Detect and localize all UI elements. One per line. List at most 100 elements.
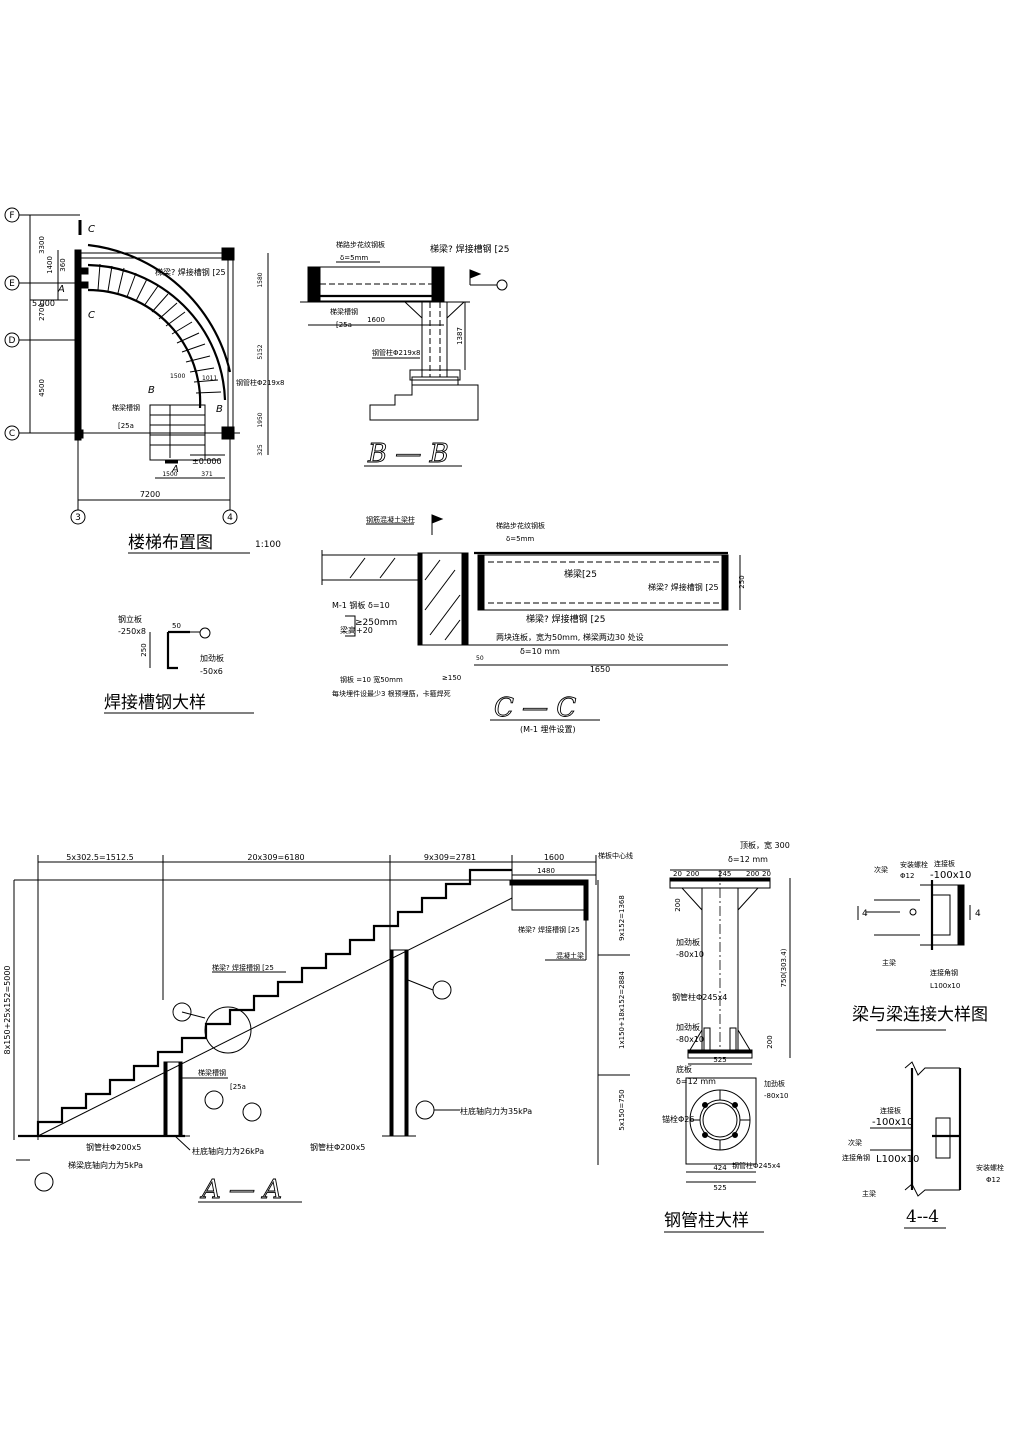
svg-text:梯梁? 焊接槽钢 [25: 梯梁? 焊接槽钢 [25 <box>430 243 509 255</box>
svg-text:梯梁槽钢: 梯梁槽钢 <box>112 403 140 412</box>
svg-text:371: 371 <box>201 471 213 478</box>
stair-plan: F E D C 3300 1400 360 2700 4500 5.000 <box>4 207 284 554</box>
beam-connection-detail: 4 4 次梁 安装螺栓 Φ12 连接板 -100x10 主梁 连接角钢 L100… <box>852 859 988 1031</box>
axis-bubble-3: 3 <box>70 509 86 525</box>
svg-text:焊接槽钢大样: 焊接槽钢大样 <box>104 693 206 713</box>
svg-text:424: 424 <box>713 1164 727 1172</box>
svg-text:加劲板: 加劲板 <box>676 1022 700 1032</box>
axis-bubble-f: F <box>4 207 20 223</box>
svg-text:Φ12: Φ12 <box>900 872 914 880</box>
svg-text:200: 200 <box>746 870 759 878</box>
svg-text:混凝土梁: 混凝土梁 <box>556 951 584 960</box>
svg-text:4500: 4500 <box>38 379 46 397</box>
svg-text:9x152=1368: 9x152=1368 <box>618 895 626 941</box>
svg-text:A — A: A — A <box>200 1175 282 1205</box>
svg-text:5x150=750: 5x150=750 <box>618 1089 626 1130</box>
svg-text:F: F <box>9 211 14 221</box>
svg-text:主梁: 主梁 <box>882 958 896 967</box>
svg-text:梯梁? 焊接槽钢 [25: 梯梁? 焊接槽钢 [25 <box>526 613 605 625</box>
svg-text:安装螺栓: 安装螺栓 <box>900 860 928 869</box>
svg-text:梁高+20: 梁高+20 <box>340 625 373 635</box>
svg-text:20: 20 <box>762 870 771 878</box>
svg-text:4--4: 4--4 <box>906 1207 939 1227</box>
svg-text:钢管柱Φ245x4: 钢管柱Φ245x4 <box>672 992 727 1002</box>
svg-text:C — C: C — C <box>494 693 576 723</box>
svg-text:50: 50 <box>172 622 181 630</box>
svg-text:1:100: 1:100 <box>255 540 281 550</box>
svg-text:-100x10: -100x10 <box>872 1117 913 1128</box>
svg-text:梯梁槽钢: 梯梁槽钢 <box>330 307 358 316</box>
svg-text:锚栓Φ26: 锚栓Φ26 <box>662 1114 694 1124</box>
svg-text:梯路步花纹钢板: 梯路步花纹钢板 <box>496 521 545 530</box>
svg-text:245: 245 <box>718 870 731 878</box>
svg-text:A: A <box>171 464 179 475</box>
svg-text:δ=12 mm: δ=12 mm <box>676 1077 716 1086</box>
svg-text:M-1 钢板 δ=10: M-1 钢板 δ=10 <box>332 600 390 610</box>
svg-text:1011: 1011 <box>202 375 217 382</box>
svg-text:5x302.5=1512.5: 5x302.5=1512.5 <box>66 853 133 862</box>
svg-text:1600: 1600 <box>544 853 564 862</box>
section-cc: 250 1650 50 ≥150 钢筋混凝土梁柱 梯路步花纹钢板 δ=5mm 梯… <box>321 514 746 734</box>
section-4-4: 连接板 -100x10 次梁 连接角钢 L100x10 主梁 安装螺栓 Φ12 … <box>842 1061 1004 1229</box>
svg-text:≥250mm: ≥250mm <box>355 618 397 628</box>
section-aa: 5x302.5=1512.5 20x309=6180 9x309=2781 16… <box>3 851 633 1205</box>
axis-bubble-d: D <box>4 332 20 348</box>
svg-text:C: C <box>88 224 95 235</box>
svg-text:钢板 =10 宽50mm: 钢板 =10 宽50mm <box>340 675 403 684</box>
svg-text:-50x6: -50x6 <box>200 667 223 676</box>
svg-text:梯梁? 焊接槽钢 [25: 梯梁? 焊接槽钢 [25 <box>212 963 274 972</box>
svg-text:-100x10: -100x10 <box>930 870 971 881</box>
svg-text:钢管柱Φ200x5: 钢管柱Φ200x5 <box>86 1142 141 1152</box>
svg-text:柱底轴向力为26kPa: 柱底轴向力为26kPa <box>192 1146 264 1156</box>
axis-bubble-4: 4 <box>222 509 238 525</box>
svg-text:梯梁槽钢: 梯梁槽钢 <box>198 1068 226 1077</box>
svg-text:梯板中心线: 梯板中心线 <box>598 851 633 860</box>
svg-text:3300: 3300 <box>38 236 46 254</box>
svg-text:梯梁? 焊接槽钢 [25: 梯梁? 焊接槽钢 [25 <box>648 582 719 592</box>
svg-text:4: 4 <box>975 909 981 919</box>
svg-text:B: B <box>216 404 223 415</box>
svg-text:1580: 1580 <box>257 272 264 287</box>
svg-text:5.000: 5.000 <box>32 299 55 308</box>
svg-text:750(303.4): 750(303.4) <box>780 948 788 987</box>
svg-text:δ=10 mm: δ=10 mm <box>520 647 560 656</box>
svg-text:200: 200 <box>686 870 699 878</box>
svg-text:连接角钢: 连接角钢 <box>842 1153 870 1162</box>
svg-text:1480: 1480 <box>537 867 555 875</box>
svg-text:D: D <box>9 336 16 346</box>
svg-text:梯梁? 焊接槽钢 [25: 梯梁? 焊接槽钢 [25 <box>155 267 226 277</box>
svg-text:钢管柱大样: 钢管柱大样 <box>664 1211 749 1231</box>
svg-text:1500: 1500 <box>170 373 185 380</box>
svg-text:C: C <box>9 429 15 439</box>
svg-text:5152: 5152 <box>257 344 264 359</box>
svg-text:梁与梁连接大样图: 梁与梁连接大样图 <box>852 1005 988 1025</box>
svg-text:-80x10: -80x10 <box>676 1035 704 1044</box>
svg-text:-80x10: -80x10 <box>764 1092 788 1100</box>
svg-text:(M-1 埋件设置): (M-1 埋件设置) <box>520 724 576 734</box>
svg-text:次梁: 次梁 <box>848 1138 862 1147</box>
svg-text:钢管柱Φ219x8: 钢管柱Φ219x8 <box>372 348 420 357</box>
svg-text:B — B: B — B <box>367 439 449 469</box>
svg-text:加劲板: 加劲板 <box>764 1079 785 1088</box>
svg-text:325: 325 <box>257 444 264 456</box>
svg-text:顶板，宽 300: 顶板，宽 300 <box>740 840 790 850</box>
svg-text:每块埋件设最少3 根预埋筋，卡箍焊死: 每块埋件设最少3 根预埋筋，卡箍焊死 <box>332 689 451 698</box>
svg-text:1x150+18x152=2884: 1x150+18x152=2884 <box>618 971 626 1049</box>
svg-text:2700: 2700 <box>38 303 46 321</box>
svg-text:C: C <box>88 310 95 321</box>
svg-text:9x309=2781: 9x309=2781 <box>424 853 476 862</box>
svg-text:柱底轴向力为35kPa: 柱底轴向力为35kPa <box>460 1106 532 1116</box>
svg-text:4: 4 <box>862 909 868 919</box>
svg-text:L100x10: L100x10 <box>876 1154 919 1165</box>
svg-text:50: 50 <box>476 655 484 662</box>
svg-text:1400: 1400 <box>46 256 54 274</box>
svg-text:钢管柱Φ245x4: 钢管柱Φ245x4 <box>732 1161 781 1170</box>
svg-text:±0.000: ±0.000 <box>192 457 222 466</box>
axis-bubble-c: C <box>4 425 20 441</box>
svg-text:安装螺栓: 安装螺栓 <box>976 1163 1004 1172</box>
svg-text:钢筋混凝土梁柱: 钢筋混凝土梁柱 <box>366 515 415 524</box>
svg-text:A: A <box>57 284 65 295</box>
svg-text:连接角钢: 连接角钢 <box>930 968 958 977</box>
svg-text:[25a: [25a <box>230 1083 246 1091</box>
svg-text:3: 3 <box>75 513 81 523</box>
